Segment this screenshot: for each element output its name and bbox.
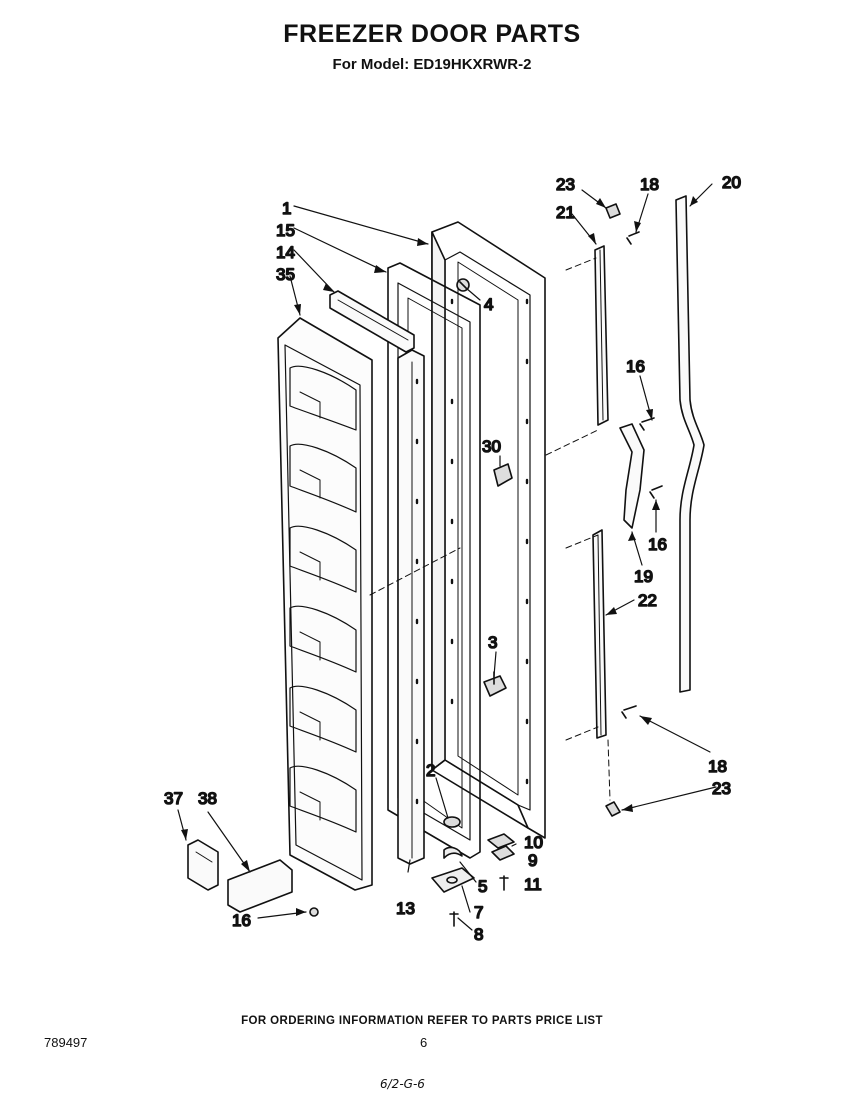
callout-4: 4	[484, 295, 493, 314]
callout-37: 37	[164, 789, 183, 808]
handwritten-note: 6/2-G-6	[380, 1077, 425, 1091]
callout-30: 30	[482, 437, 501, 456]
callout-20: 20	[722, 173, 741, 192]
side-breaker-strip	[397, 349, 425, 865]
callout-19: 19	[634, 567, 653, 586]
callout-10: 10	[524, 833, 543, 852]
callout-18-top: 18	[640, 175, 659, 194]
callout-22: 22	[638, 591, 657, 610]
callout-23-top: 23	[556, 175, 575, 194]
callout-18-bottom: 18	[708, 757, 727, 776]
hinge-part-3	[483, 671, 507, 697]
handle-part-20	[675, 195, 705, 693]
callout-5: 5	[478, 877, 487, 896]
callout-35: 35	[276, 265, 295, 284]
callout-13: 13	[396, 899, 415, 918]
handle-trim-upper-part-21	[594, 245, 609, 426]
screw-part-16-bottom	[309, 907, 319, 917]
callout-15: 15	[276, 221, 295, 240]
handle-small-parts	[605, 203, 663, 817]
model-subtitle: For Model: ED19HKXRWR-2	[332, 56, 532, 73]
callout-14: 14	[276, 243, 295, 262]
toe-grille-part-37	[187, 839, 219, 891]
inner-door-liner	[277, 317, 373, 891]
handle-bracket-part-19	[619, 423, 645, 529]
callout-16-upper: 16	[626, 357, 645, 376]
leader-arrowheads	[181, 196, 698, 916]
document-code: 789497	[44, 1035, 88, 1050]
callout-16-right: 16	[648, 535, 667, 554]
hinge-bottom-parts	[431, 833, 515, 927]
callout-38: 38	[198, 789, 217, 808]
callout-9: 9	[528, 851, 537, 870]
callout-2: 2	[426, 761, 435, 780]
assembly-centerline	[369, 547, 461, 596]
handle-trim-lower-part-22	[592, 529, 607, 739]
callout-16-bottom: 16	[232, 911, 251, 930]
kick-plate-part-38	[227, 859, 293, 913]
callout-11: 11	[524, 875, 542, 894]
callout-8: 8	[474, 925, 483, 944]
alignment-lines	[545, 257, 611, 801]
outer-door-panel	[431, 221, 546, 839]
breaker-strip-top	[329, 290, 415, 353]
page-title: FREEZER DOOR PARTS	[283, 20, 581, 48]
ordering-note: FOR ORDERING INFORMATION REFER TO PARTS …	[241, 1015, 603, 1027]
callout-3: 3	[488, 633, 497, 652]
callout-21: 21	[556, 203, 575, 222]
callout-7: 7	[474, 903, 483, 922]
callout-1: 1	[282, 199, 291, 218]
page-number: 6	[420, 1035, 428, 1050]
callout-23-bottom: 23	[712, 779, 731, 798]
bracket-part-30	[493, 463, 513, 487]
bushing-part-2	[443, 816, 461, 828]
